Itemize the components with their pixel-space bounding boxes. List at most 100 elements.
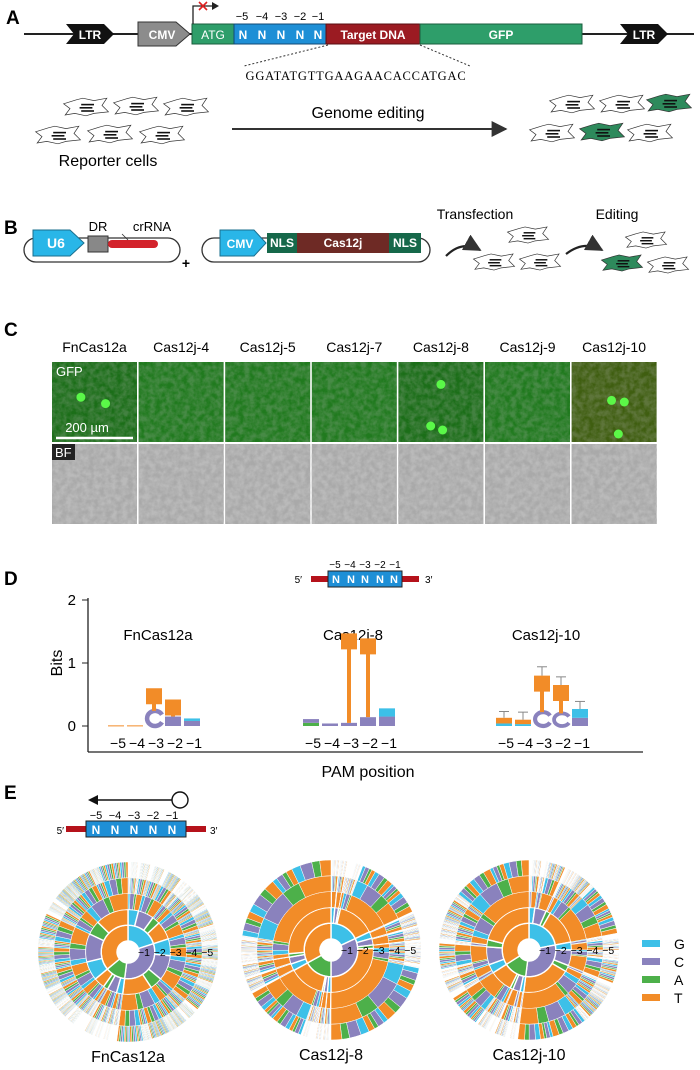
e-inset-3-prime: 3′ — [210, 826, 218, 837]
logo-letter-T — [496, 718, 512, 724]
bf-image-texture — [572, 444, 657, 524]
logo-position-tick: −4 — [517, 735, 533, 751]
logo-position-tick: −1 — [381, 735, 397, 751]
logo-letter-T — [341, 633, 357, 722]
gfp-image-texture — [139, 362, 224, 442]
logo-position-tick: −4 — [324, 735, 340, 751]
e-inset-letter: N — [92, 823, 101, 837]
dr-block — [88, 236, 108, 252]
bf-image-texture — [398, 444, 483, 524]
cmv-label-b: CMV — [227, 237, 254, 251]
sunburst-segment-T — [320, 860, 331, 876]
inset-letter: N — [361, 574, 369, 586]
logo-letter-A — [303, 723, 319, 726]
legend-swatch-G — [642, 940, 660, 947]
logo-position-tick: −1 — [186, 735, 202, 751]
sunburst-title: Cas12j-8 — [299, 1047, 363, 1064]
column-title: Cas12j-9 — [499, 339, 555, 355]
logo-letter-T — [534, 676, 550, 713]
reporter-cells-label: Reporter cells — [59, 153, 158, 170]
e-inset-number: −4 — [109, 810, 122, 822]
sunburst-segment-T — [121, 878, 128, 894]
logo-position-tick: −5 — [110, 735, 126, 751]
cell-icon — [530, 124, 575, 142]
column-title: Cas12j-4 — [153, 339, 209, 355]
d-ytick-label: 0 — [68, 718, 76, 735]
cell-icon — [625, 232, 666, 248]
cmv-label: CMV — [149, 28, 176, 42]
ltr-left-label: LTR — [79, 28, 102, 42]
bf-image-texture — [225, 444, 310, 524]
logo-plots: FnCas12a−5−4−3−2−1Cas12j-8−5−4−3−2−1Cas1… — [108, 627, 590, 751]
edited-cells-group — [530, 94, 692, 142]
logo-position-tick: −2 — [362, 735, 378, 751]
sunburst-title: Cas12j-10 — [493, 1047, 566, 1064]
e-inset-number: −5 — [90, 810, 103, 822]
ltr-right-label: LTR — [633, 28, 656, 42]
logo-letter-T — [108, 725, 124, 726]
logo-position-tick: −5 — [305, 735, 321, 751]
sunburst-ring-label: −2 — [154, 947, 166, 959]
gfp-cell-spot — [614, 430, 623, 439]
d-ytick-label: 1 — [68, 655, 76, 672]
gfp-image-texture — [485, 362, 570, 442]
legend-label: A — [674, 972, 684, 988]
legend-swatch-A — [642, 976, 660, 983]
pam-number: −1 — [312, 11, 325, 23]
sunburst-segment-T — [121, 994, 138, 1010]
transfected-cells-group — [473, 227, 560, 270]
e-inset-number: −1 — [166, 810, 179, 822]
panel-letter-e: E — [4, 783, 17, 804]
transfection-arrow — [446, 246, 480, 256]
panel-b: B U6 DR crRNA + CMV NLS Cas12j NLS Trans… — [4, 206, 689, 273]
e-inset-number: −3 — [128, 810, 141, 822]
d-ytick-label: 2 — [68, 592, 76, 609]
sunburst-segment-T — [439, 943, 455, 946]
edited-cell-icon — [601, 255, 642, 271]
inset-letter: N — [376, 574, 384, 586]
pam-numbers: −5 −4 −3 −2 −1 — [236, 11, 325, 23]
d-y-axis-label: Bits — [49, 650, 66, 677]
logo-letter-T — [553, 685, 569, 713]
logo-letter-G — [515, 724, 531, 726]
gfp-row-label: GFP — [56, 364, 83, 379]
legend-label: G — [674, 936, 685, 952]
logo-letter-C — [165, 717, 181, 726]
pam-number: −2 — [294, 11, 307, 23]
e-inset-letter: N — [111, 823, 120, 837]
gfp-image-texture — [312, 362, 397, 442]
legend-label: C — [674, 954, 684, 970]
gfp-cell-spot — [436, 380, 445, 389]
bf-image-texture — [485, 444, 570, 524]
legend-swatch-T — [642, 994, 660, 1001]
logo-letter-C — [379, 717, 395, 726]
column-title: Cas12j-7 — [326, 339, 382, 355]
pam-letter: N — [314, 28, 323, 42]
logo-letter-C — [303, 719, 319, 723]
gfp-cell-spot — [101, 399, 110, 408]
panel-d: D 5′ 3′ −5 −4 −3 −2 −1 N N N N N 0 1 2 B… — [4, 560, 643, 781]
sunburst-ring-label: −3 — [373, 945, 385, 957]
logo-letter-C — [572, 718, 588, 726]
inset-number: −5 — [329, 560, 341, 571]
cell-icon — [36, 126, 81, 144]
logo-position-tick: −4 — [129, 735, 145, 751]
pam-number: −3 — [275, 11, 288, 23]
column-title: Cas12j-10 — [582, 339, 646, 355]
sunburst-ring-label: −1 — [539, 945, 551, 957]
sunburst-center-hole — [117, 941, 139, 963]
e-inset-numbers: −5 −4 −3 −2 −1 — [90, 810, 179, 822]
cell-icon — [628, 124, 673, 142]
sunburst-ring-label: −5 — [404, 945, 416, 957]
logo-letter-T — [146, 688, 162, 711]
genome-editing-label: Genome editing — [312, 105, 425, 122]
gfp-cell-spot — [607, 396, 616, 405]
logo-letter-T — [127, 725, 143, 726]
u6-label: U6 — [47, 235, 65, 251]
callout-line-left — [244, 45, 328, 66]
nls-label-2: NLS — [393, 236, 417, 250]
transcription-start-arrow — [193, 6, 214, 24]
logo-letter-G — [379, 708, 395, 716]
sunburst-ring-label: −2 — [555, 945, 567, 957]
